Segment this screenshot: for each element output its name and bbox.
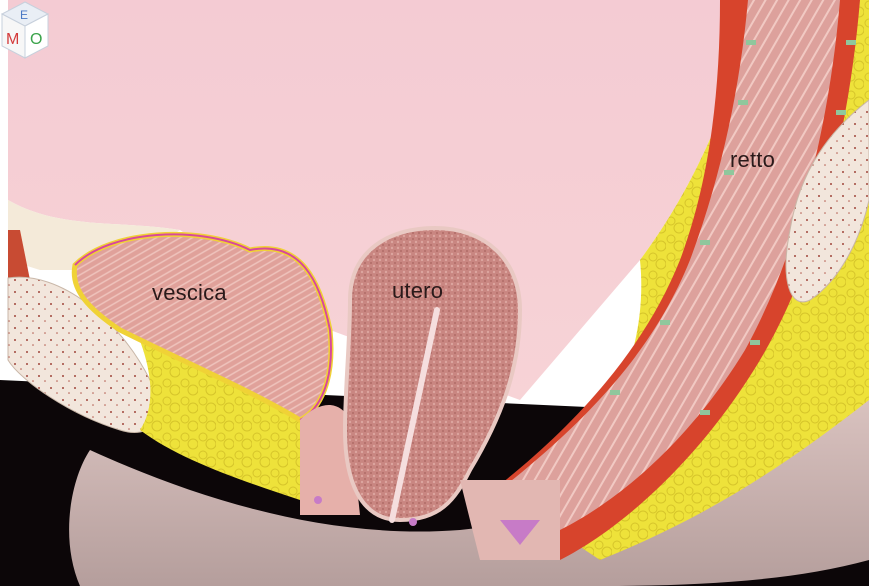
logo-letter-m: M: [6, 31, 19, 48]
nodule: [314, 496, 322, 504]
rectum-label: retto: [730, 147, 775, 173]
bladder-label: vescica: [152, 280, 227, 306]
logo-letter-e: E: [20, 8, 28, 22]
nodule: [409, 518, 417, 526]
logo-letter-o: O: [30, 31, 42, 48]
uterus-label: utero: [392, 278, 443, 304]
cube-logo: E M O: [0, 0, 50, 60]
